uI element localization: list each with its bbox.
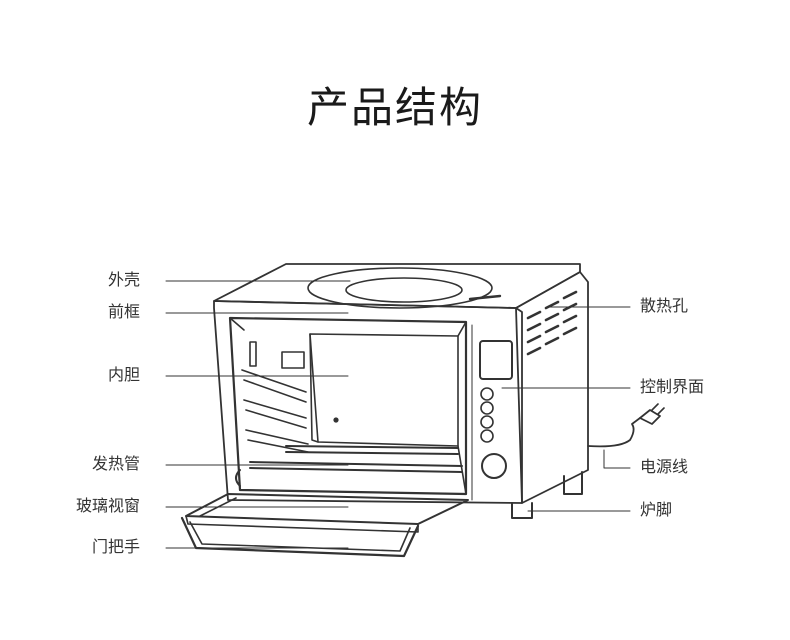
heating-tubes (235, 445, 463, 487)
label-glass-window: 玻璃视窗 (76, 496, 141, 515)
page-title: 产品结构 (306, 83, 483, 132)
label-door-handle: 门把手 (92, 537, 141, 556)
top-dish-outer (307, 267, 493, 309)
label-front-frame: 前框 (108, 302, 141, 321)
rack-rails (241, 341, 309, 453)
door-handle (180, 516, 420, 558)
leader-lines (165, 280, 631, 549)
power-cord (587, 417, 641, 448)
inner-liner-edge (309, 333, 319, 443)
inner-liner-back (309, 333, 459, 447)
oven-right-side (515, 271, 589, 504)
label-heating-tube: 发热管 (92, 454, 141, 473)
oven-front (213, 300, 523, 504)
vent-holes (526, 290, 578, 356)
label-power-cord: 电源线 (640, 457, 689, 476)
label-inner-liner: 内胆 (108, 365, 141, 384)
top-dish-highlight (468, 294, 502, 301)
label-feet: 炉脚 (640, 500, 673, 519)
label-outer-shell: 外壳 (108, 270, 141, 289)
power-plug (639, 409, 661, 425)
label-vent-holes: 散热孔 (640, 296, 689, 315)
rear-foot (563, 471, 583, 495)
control-display (479, 340, 513, 380)
control-knobs (480, 387, 507, 479)
top-dish-inner (345, 277, 463, 303)
label-control-panel: 控制界面 (640, 377, 705, 396)
